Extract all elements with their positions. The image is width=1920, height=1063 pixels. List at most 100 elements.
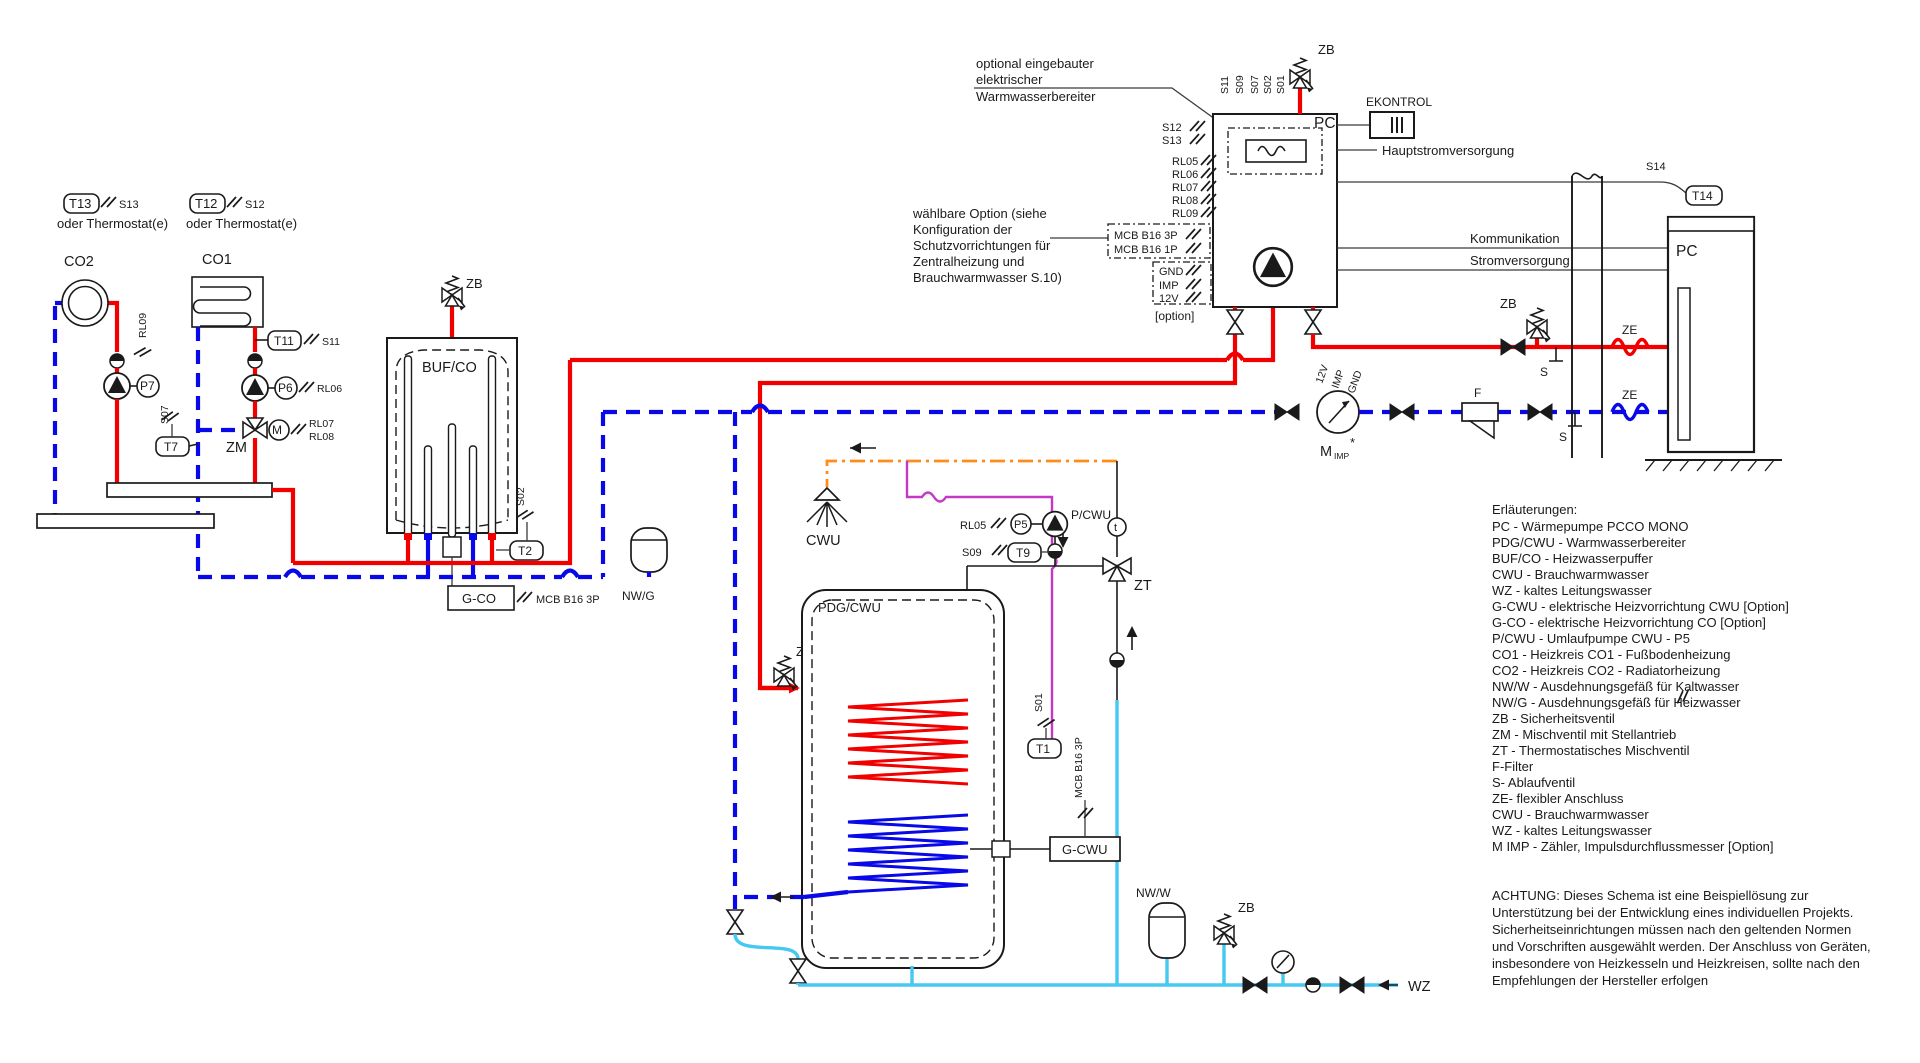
sensor-box-t1	[1027, 738, 1062, 759]
legend-item: NW/W - Ausdehnungsgefäß für Kaltwasser	[1492, 679, 1740, 694]
label-zb-bottom: ZB	[1238, 900, 1255, 915]
legend-item: WZ - kaltes Leitungswasser	[1492, 823, 1652, 838]
check-valve-icon	[109, 353, 125, 369]
legend-item: S- Ablaufventil	[1492, 775, 1575, 790]
label-s07: S07	[159, 405, 171, 424]
label-gco: G-CO	[462, 591, 496, 606]
check-valve-icon	[1305, 977, 1321, 993]
thermostatic-valve-zt-icon	[1102, 556, 1132, 582]
label-s02: S02	[515, 487, 527, 506]
legend-item: ZB - Sicherheitsventil	[1492, 711, 1615, 726]
label-optional-3: Warmwasserbereiter	[976, 89, 1096, 104]
cable-strike-icon	[100, 196, 117, 208]
label-zb-indoor: ZB	[1318, 42, 1335, 57]
legend: Erläuterungen: PC - Wärmepumpe PCCO MONO…	[1492, 502, 1871, 988]
label-oder-thermostat-2: oder Thermostat(e)	[186, 216, 297, 231]
safety-valve-zb-icon	[1289, 57, 1314, 94]
cable-strike-icon	[516, 591, 533, 603]
filter-f-icon	[1461, 402, 1499, 422]
wall	[1571, 176, 1603, 458]
heater-gco-box	[447, 585, 515, 611]
label-ze-blue: ZE	[1622, 388, 1637, 402]
label-t7: T7	[164, 440, 178, 454]
flow-arrow	[770, 891, 781, 903]
legend-item: WZ - kaltes Leitungswasser	[1492, 583, 1652, 598]
label-mcb1p: MCB B16 1P	[1114, 244, 1178, 256]
label-s01: S01	[1033, 693, 1045, 712]
cable-strike-icon	[290, 423, 307, 435]
legend-item: CO2 - Heizkreis CO2 - Radiatorheizung	[1492, 663, 1720, 678]
label-12v: 12V	[1159, 293, 1179, 305]
label-mcb-gco: MCB B16 3P	[536, 594, 600, 606]
heat-pump-circulator-icon	[1252, 246, 1294, 288]
label-zt: ZT	[1134, 578, 1152, 594]
legend-item: P/CWU - Umlaufpumpe CWU - P5	[1492, 631, 1690, 646]
legend-item: BUF/CO - Heizwasserpuffer	[1492, 551, 1654, 566]
cable-strike-icon	[1185, 278, 1202, 290]
legend-item: CO1 - Heizkreis CO1 - Fußbodenheizung	[1492, 647, 1730, 662]
cable-strike-icon	[298, 381, 315, 393]
label-gnd-meter: GND	[1346, 369, 1365, 395]
shutoff-valve-icon	[1389, 403, 1415, 421]
expansion-vessel-nwg-icon	[630, 527, 668, 573]
label-rl07: RL07	[309, 418, 334, 430]
sensor-box-t13	[63, 193, 100, 214]
label-s02-top: S02	[1262, 75, 1274, 94]
label-zb-buffer: ZB	[466, 276, 483, 291]
warning-line: Unterstützung bei der Entwicklung eines …	[1492, 905, 1853, 920]
label-t11: T11	[274, 334, 294, 348]
label-kommunikation: Kommunikation	[1470, 231, 1560, 246]
cold-water-line: NW/W ZB WZ	[798, 886, 1431, 995]
shutoff-valve-icon	[1527, 403, 1553, 421]
floor-heating-co1-icon	[191, 276, 264, 328]
label-12v-meter: 12V	[1314, 363, 1332, 385]
dhw-section: CWU RL05 P5 P/CWU S09 T9 t ZT ZB PDG/CWU…	[726, 412, 1152, 985]
pump-p7-icon	[103, 372, 131, 400]
label-rl09: RL09	[137, 313, 149, 338]
label-t12: T12	[195, 196, 217, 211]
label-imp-meter: IMP	[1330, 368, 1348, 390]
legend-item: ZM - Mischventil mit Stellantrieb	[1492, 727, 1676, 742]
safety-valve-zb-icon	[1213, 913, 1238, 950]
legend-item: M IMP - Zähler, Impulsdurchflussmesser […	[1492, 839, 1774, 854]
label-m-meter-sub: IMP	[1334, 451, 1349, 461]
temp-indicator-icon	[1107, 517, 1127, 537]
label-nwg: NW/G	[622, 589, 655, 603]
buffer-tank: ZB BUF/CO G-CO MCB B16 3P T2 S02 NW/G	[386, 275, 668, 611]
label-rl08-pc: RL08	[1172, 195, 1198, 207]
label-bufco: BUF/CO	[422, 360, 477, 376]
check-valve-icon	[247, 353, 263, 369]
label-f-filter: F	[1474, 386, 1481, 400]
label-mcb-gcwu: MCB B16 3P	[1073, 737, 1085, 798]
label-option-tag: [option]	[1155, 309, 1194, 323]
label-s13: S13	[119, 199, 139, 211]
label-zb-line: ZB	[1500, 296, 1517, 311]
heater-option-frame	[1227, 127, 1323, 175]
label-hauptstrom: Hauptstromversorgung	[1382, 143, 1514, 158]
cable-strike-icon	[1185, 242, 1202, 254]
label-gnd: GND	[1159, 266, 1184, 278]
heating-coil-icon	[847, 698, 969, 786]
label-pcwu: P/CWU	[1071, 508, 1111, 522]
label-optional-1: optional eingebauter	[976, 56, 1094, 71]
label-s-drain-blue: S	[1559, 430, 1567, 444]
label-p7: P7	[140, 379, 155, 393]
cable-strike-icon	[1189, 120, 1206, 132]
label-option-2: Konfiguration der	[913, 222, 1013, 237]
label-p6: P6	[278, 381, 293, 395]
warning-line: insbesondere von Heizkesseln und Heizkre…	[1492, 956, 1860, 971]
cable-strike-icon	[1185, 291, 1202, 303]
cable-strike-icon	[1189, 133, 1206, 145]
label-t1: T1	[1036, 742, 1050, 756]
heating-circuits: T13 S13 T12 S12 oder Thermostat(e) oder …	[36, 193, 342, 577]
legend-item: ZT - Thermostatisches Mischventil	[1492, 743, 1690, 758]
label-oder-thermostat-1: oder Thermostat(e)	[57, 216, 168, 231]
label-s01-top: S01	[1275, 75, 1287, 94]
label-rl05-pc: RL05	[1172, 156, 1198, 168]
return-coil-icon	[847, 813, 969, 894]
flow-arrow	[1378, 979, 1389, 991]
check-valve-icon	[1109, 652, 1125, 668]
label-s-drain-red: S	[1540, 365, 1548, 379]
label-s09-top: S09	[1234, 75, 1246, 94]
warning-line: ACHTUNG: Dieses Schema ist eine Beispiel…	[1492, 888, 1809, 903]
